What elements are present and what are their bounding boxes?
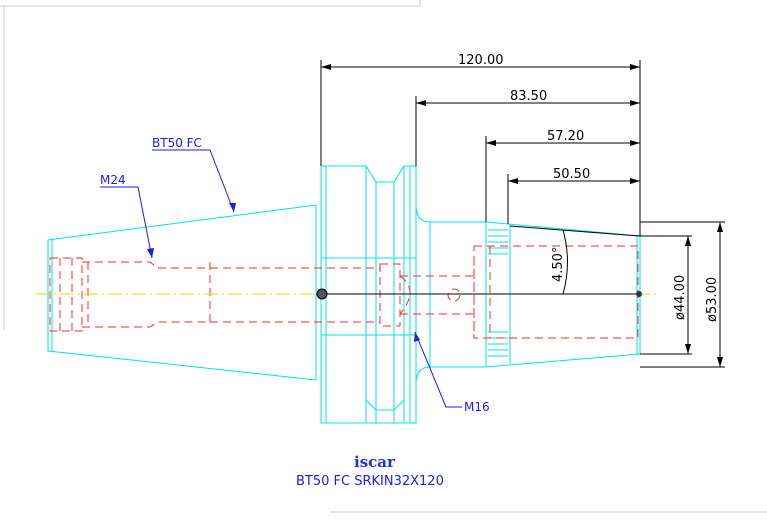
dim-length-2: 83.50 [510, 89, 547, 104]
axis-point-left [316, 288, 328, 300]
hidden-features [49, 245, 639, 339]
dim-bore-diameter: ø44.00 [673, 275, 688, 320]
dim-length-3: 57.20 [547, 129, 584, 144]
dim-overall-length: 120.00 [458, 53, 504, 68]
callout-taper: BT50 FC [152, 136, 202, 150]
part-name: BT50 FC SRKIN32X120 [296, 474, 444, 489]
dim-angle: 4.50° [551, 247, 566, 282]
leader-arrows [147, 203, 420, 342]
dim-outer-diameter: ø53.00 [705, 277, 720, 322]
grip-thread-lines [488, 229, 508, 357]
dimension-lines [320, 60, 725, 368]
brand-logo: iscar [354, 453, 396, 471]
dimension-arrows [321, 64, 723, 367]
callout-thread-main: M24 [100, 173, 126, 187]
leader-lines [100, 149, 462, 408]
axis-point-right [636, 291, 642, 297]
dim-length-4: 50.50 [553, 167, 590, 182]
callout-thread-side: M16 [464, 400, 490, 414]
